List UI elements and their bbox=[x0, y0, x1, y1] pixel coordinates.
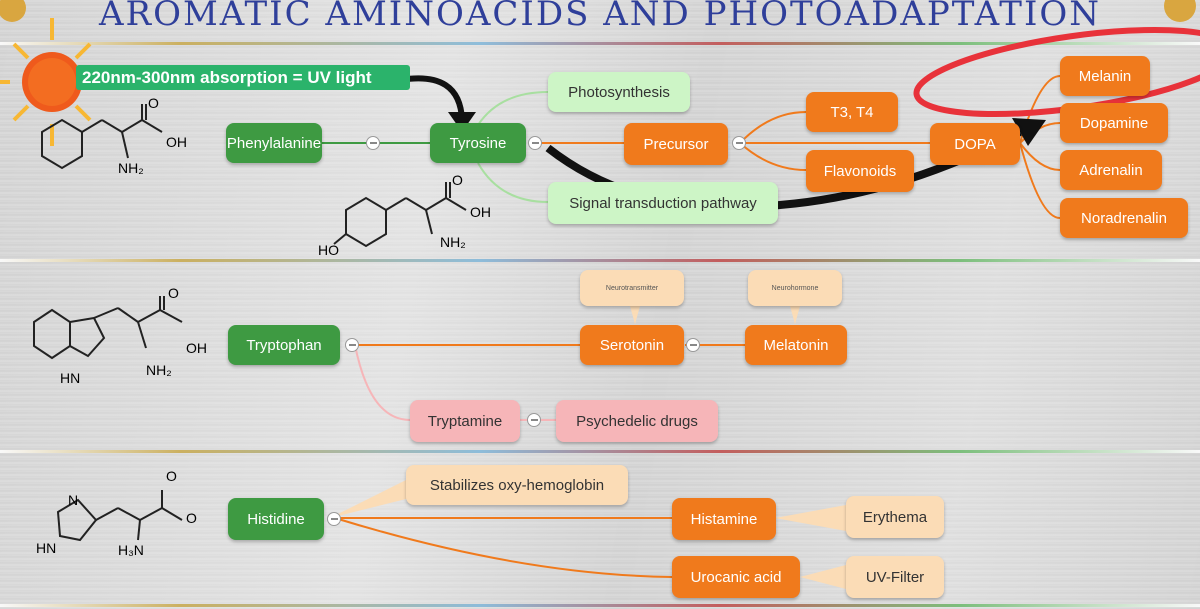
his-hn-label: HN bbox=[36, 540, 57, 556]
node-adrenalin[interactable]: Adrenalin bbox=[1060, 150, 1162, 190]
node-noradrenalin[interactable]: Noradrenalin bbox=[1060, 198, 1188, 238]
node-phenylalanine[interactable]: Phenylalanine bbox=[226, 123, 322, 163]
divider-bottom bbox=[0, 604, 1200, 607]
tyr-oh-label: OH bbox=[470, 204, 491, 220]
phe-nh2-label: NH₂ bbox=[118, 160, 144, 176]
node-tryptamine[interactable]: Tryptamine bbox=[410, 400, 520, 442]
phe-o-label: O bbox=[148, 95, 159, 111]
line-dopa-nor bbox=[1019, 142, 1061, 219]
toggle-histidine-icon[interactable] bbox=[327, 512, 341, 526]
pointer-neurohormone bbox=[790, 306, 800, 324]
pointer-uvfilter bbox=[800, 565, 846, 589]
arrowhead-callout bbox=[448, 112, 476, 132]
phe-oh-label: OH bbox=[166, 134, 187, 150]
tyr-nh2-label: NH₂ bbox=[440, 234, 466, 250]
node-tyrosine[interactable]: Tyrosine bbox=[430, 123, 526, 163]
histidine-molecule bbox=[56, 490, 183, 542]
his-o2-label: O bbox=[186, 510, 197, 526]
tyr-ho-label: HO bbox=[318, 242, 339, 258]
line-tyr-signal bbox=[477, 162, 549, 203]
sun-icon bbox=[0, 18, 116, 146]
toggle-precursor-icon[interactable] bbox=[732, 136, 746, 150]
his-o1-label: O bbox=[166, 468, 177, 484]
divider-1 bbox=[0, 259, 1200, 262]
toggle-tryptophan-icon[interactable] bbox=[345, 338, 359, 352]
line-prec-flav bbox=[739, 142, 807, 171]
trp-nh2-label: NH₂ bbox=[146, 362, 172, 378]
phenylalanine-molecule bbox=[41, 104, 163, 170]
uv-absorption-callout: 220nm-300nm absorption = UV light bbox=[76, 65, 410, 90]
line-prec-t3 bbox=[739, 111, 807, 144]
node-precursor[interactable]: Precursor bbox=[624, 123, 728, 165]
node-photosynthesis[interactable]: Photosynthesis bbox=[548, 72, 690, 112]
sun-corner-icon bbox=[1164, 0, 1196, 22]
node-uv-filter[interactable]: UV-Filter bbox=[846, 556, 944, 598]
node-t3-t4[interactable]: T3, T4 bbox=[806, 92, 898, 132]
line-his-uro bbox=[334, 517, 673, 578]
node-dopamine[interactable]: Dopamine bbox=[1060, 103, 1168, 143]
node-psychedelic-drugs[interactable]: Psychedelic drugs bbox=[556, 400, 718, 442]
toggle-tryptamine-icon[interactable] bbox=[527, 413, 541, 427]
his-h3n-label: H₃N bbox=[118, 542, 144, 558]
pointer-erythema bbox=[775, 505, 846, 531]
node-histamine[interactable]: Histamine bbox=[672, 498, 776, 540]
divider-top bbox=[0, 42, 1200, 45]
node-neurohormone[interactable]: Neurohormone bbox=[748, 270, 842, 306]
node-melatonin[interactable]: Melatonin bbox=[745, 325, 847, 365]
line-tyr-photo bbox=[477, 91, 549, 126]
line-dopa-adr bbox=[1019, 142, 1061, 171]
tryptophan-molecule bbox=[33, 296, 183, 360]
sun-corner-left-icon bbox=[0, 0, 26, 22]
his-n-label: N bbox=[68, 492, 79, 508]
toggle-serotonin-icon[interactable] bbox=[686, 338, 700, 352]
node-melanin[interactable]: Melanin bbox=[1060, 56, 1150, 96]
pointer-stabilizes bbox=[330, 478, 410, 518]
node-erythema[interactable]: Erythema bbox=[846, 496, 944, 538]
node-signal-transduction[interactable]: Signal transduction pathway bbox=[548, 182, 778, 224]
node-tryptophan[interactable]: Tryptophan bbox=[228, 325, 340, 365]
toggle-tyrosine-icon[interactable] bbox=[528, 136, 542, 150]
tyrosine-molecule bbox=[333, 182, 467, 248]
trp-hn-label: HN bbox=[60, 370, 81, 386]
pointer-neurotransmitter bbox=[630, 306, 640, 324]
trp-oh-label: OH bbox=[186, 340, 207, 356]
node-stabilizes-oxy-hemoglobin[interactable]: Stabilizes oxy-hemoglobin bbox=[406, 465, 628, 505]
node-dopa[interactable]: DOPA bbox=[930, 123, 1020, 165]
tyr-o-label: O bbox=[452, 172, 463, 188]
trp-o-label: O bbox=[168, 285, 179, 301]
line-trp-tryptamine bbox=[354, 344, 411, 421]
node-urocanic-acid[interactable]: Urocanic acid bbox=[672, 556, 800, 598]
arrow-callout bbox=[399, 75, 465, 121]
node-neurotransmitter[interactable]: Neurotransmitter bbox=[580, 270, 684, 306]
toggle-phenylalanine-icon[interactable] bbox=[366, 136, 380, 150]
node-serotonin[interactable]: Serotonin bbox=[580, 325, 684, 365]
arrowhead-main bbox=[1012, 118, 1046, 146]
node-histidine[interactable]: Histidine bbox=[228, 498, 324, 540]
divider-2 bbox=[0, 450, 1200, 453]
page-title: AROMATIC AMINOACIDS AND PHOTOADAPTATION bbox=[98, 0, 1102, 34]
node-flavonoids[interactable]: Flavonoids bbox=[806, 150, 914, 192]
